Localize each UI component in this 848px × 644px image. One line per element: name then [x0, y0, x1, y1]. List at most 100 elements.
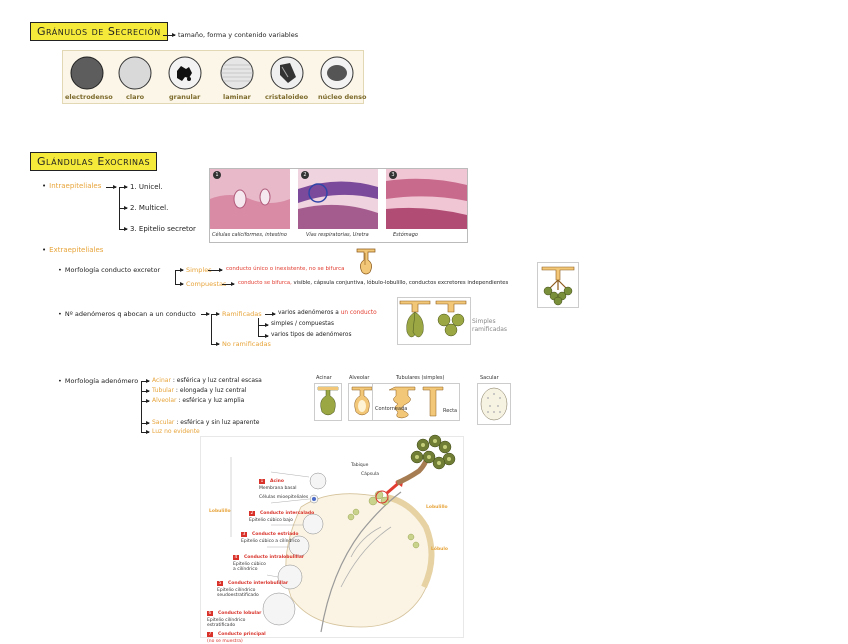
intra-arrow — [106, 185, 117, 189]
simples-label: Simples — [186, 266, 212, 274]
granule-label: claro — [126, 93, 145, 101]
intra-arrow-2 — [119, 206, 128, 210]
granulos-arrow — [163, 33, 176, 37]
label-lobulo: Lóbulo — [431, 547, 449, 552]
compound-gland-figure — [537, 262, 579, 308]
ramificadas-desc-arrow — [265, 312, 276, 316]
no-ramificadas-label: No ramificadas — [222, 340, 271, 348]
tubular-recta: Recta — [443, 408, 458, 414]
morf-arrow — [141, 430, 150, 434]
photo-caption: Estómago — [393, 232, 418, 238]
granule-label: cristaloideo — [265, 93, 309, 101]
simple-gland-figure — [355, 246, 377, 280]
intra-arrow-3 — [119, 227, 128, 231]
ramificadas-sub-bracket — [258, 318, 259, 336]
morf-item: Acinar : esférica y luz central escasa — [152, 377, 262, 384]
glandulas-title: Glándulas Exocrinas — [30, 152, 158, 171]
compuestas-desc-a: conducto se bifurca, — [238, 280, 292, 286]
duct-step-5: 5 Conducto interlobulillar Epitelio cilí… — [217, 581, 289, 598]
simples-desc-a: conducto único o inexistente, — [226, 266, 308, 272]
label-capsula: Cápsula — [361, 472, 379, 477]
intraepithelial-micrographs: 1 2 3 Células caliciformes, intestino Ví… — [209, 168, 468, 243]
morf-item: Alveolar : esférica y luz amplia — [152, 397, 245, 404]
conducto-arrow-compuestas — [175, 282, 184, 286]
granule-crystalloid — [265, 55, 309, 95]
acinar-figure — [314, 383, 342, 421]
intra-item: 2. Multicel. — [130, 204, 169, 212]
ramificadas-arrow — [211, 312, 220, 316]
ramificadas-desc-a: varios adenómeros a — [278, 310, 339, 316]
granule-dense-core — [315, 55, 359, 95]
compound-gland-inset — [393, 433, 461, 491]
gland-duct-diagram: Tabique Cápsula Lobulillo Lobulillo Lóbu… — [200, 433, 464, 644]
duct-step-6: 6 Conducto lobular Epitelio cilíndrico e… — [207, 611, 262, 628]
granule-label: electrodenso — [65, 93, 113, 101]
morf-item: Luz no evidente — [152, 428, 200, 435]
granule-types-strip: electrodenso claro granular laminar cris… — [62, 50, 367, 104]
morfologia-label: Morfología adenómero — [58, 377, 138, 385]
ram-sub1: simples / compuestas — [271, 321, 334, 327]
compuestas-arrow — [222, 282, 235, 286]
granule-label: núcleo denso — [318, 93, 367, 101]
simples-arrow — [208, 268, 223, 272]
fig-label-acinar: Acinar — [316, 375, 332, 381]
compuestas-desc-b: visible, cápsula conjuntiva, lóbulo-lobu… — [293, 280, 509, 286]
conducto-label: Morfología conducto excretor — [58, 266, 160, 274]
ramificadas-label: Ramificadas — [222, 310, 262, 318]
granule-laminar — [215, 55, 259, 95]
morfologia-bracket — [141, 381, 142, 432]
morf-arrow — [141, 399, 150, 403]
label-tabique: Tabique — [351, 463, 369, 468]
conducto-bracket — [175, 270, 176, 284]
granulos-note: tamaño, forma y contenido variables — [178, 31, 299, 39]
photo-caption: Vías respiratorias, Uretra — [306, 232, 369, 238]
photo-number: 3 — [389, 171, 397, 179]
granule-clear — [113, 55, 157, 95]
label-lobulillo-right: Lobulillo — [426, 505, 448, 510]
granule-granular — [163, 55, 207, 95]
duct-step-1: 1 Acino Membrana basal Células mioepitel… — [259, 479, 309, 500]
morf-arrow — [141, 389, 150, 393]
duct-step-2: 2 Conducto intercalado Epitelio cúbico b… — [249, 511, 315, 523]
adenomeros-bracket — [211, 314, 212, 344]
ram-sub2-arrow — [258, 334, 269, 338]
conducto-arrow-simples — [175, 268, 184, 272]
granule-label: laminar — [223, 93, 251, 101]
morf-item: Tubular : elongada y luz central — [152, 387, 247, 394]
morf-arrow — [141, 379, 150, 383]
simples-desc-b: no se bifurca — [308, 266, 345, 272]
intra-label: Intraepiteliales — [42, 182, 101, 190]
ram-sub1-arrow — [258, 323, 269, 327]
photo-number: 2 — [301, 171, 309, 179]
label-lobulillo-left: Lobulillo — [209, 509, 231, 514]
photo-number: 1 — [213, 171, 221, 179]
adenomeros-arrow — [201, 312, 210, 316]
fig-label-tubular: Tubulares (simples) — [396, 375, 445, 381]
extra-label: Extraepiteliales — [42, 246, 103, 254]
granule-label: granular — [169, 93, 201, 101]
granulos-title: Gránulos de Secreción — [30, 22, 168, 41]
duct-step-7: 7 Conducto principal (no se muestra) — [207, 632, 266, 644]
fig-label-sacular: Sacular — [480, 375, 499, 381]
compuestas-label: Compuestas — [186, 280, 227, 288]
sacular-figure — [477, 383, 511, 425]
tubular-figure: Contorneada Recta — [372, 383, 460, 421]
photo-caption: Células caliciformes, intestino — [212, 232, 287, 238]
alveolar-figure — [348, 383, 376, 421]
branched-gland-figure — [397, 297, 471, 345]
ram-sub2: varios tipos de adenómeros — [271, 332, 352, 338]
morf-arrow — [141, 421, 150, 425]
intra-item: 3. Epitelio secretor — [130, 225, 196, 233]
ramificadas-desc-b: un conducto — [340, 310, 377, 316]
granule-electrodense — [65, 55, 109, 95]
no-ramificadas-arrow — [211, 342, 220, 346]
duct-step-4: 4 Conducto intralobulillar Epitelio cúbi… — [233, 555, 305, 572]
simples-ramificadas-label: Simples ramificadas — [472, 318, 508, 333]
intra-arrow-1 — [119, 185, 128, 189]
morf-item: Sacular : esférica y sin luz aparente — [152, 419, 260, 426]
duct-step-3: 3 Conducto estriado Epitelio cúbico a ci… — [241, 532, 300, 544]
tubular-contorneada: Contorneada — [375, 406, 408, 412]
intra-item: 1. Unicel. — [130, 183, 163, 191]
adenomeros-label: Nº adenómeros q abocan a un conducto — [58, 310, 196, 318]
fig-label-alveolar: Alveolar — [349, 375, 370, 381]
